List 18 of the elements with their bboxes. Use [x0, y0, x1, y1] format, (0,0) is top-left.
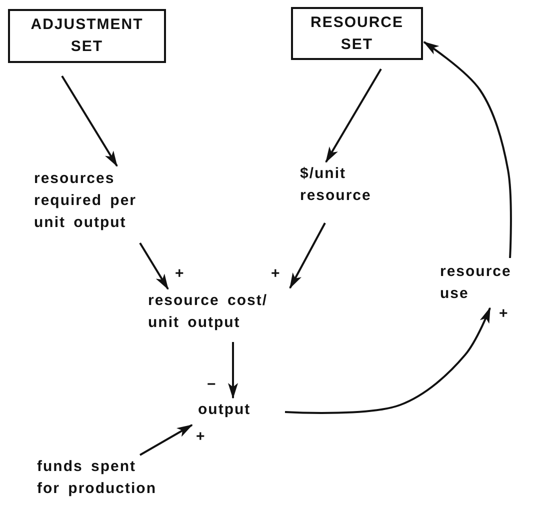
arrow	[228, 342, 238, 399]
arrow	[289, 222, 326, 289]
variable-label: $/unit resource	[300, 164, 372, 206]
variable-label: resources required per unit output	[34, 169, 138, 233]
arrow	[325, 68, 382, 163]
arrow	[284, 307, 491, 414]
box-title: ADJUSTMENT SET	[30, 15, 144, 57]
arrow	[61, 75, 118, 167]
box-title: RESOURCE SET	[309, 12, 404, 54]
variable-label: resource use	[440, 262, 512, 304]
arrow	[423, 41, 512, 258]
variable-label: output	[198, 400, 252, 420]
arrow	[139, 242, 169, 290]
variable-label: resource cost/ unit output	[148, 291, 269, 333]
arrow	[140, 424, 193, 456]
stock-box	[291, 7, 423, 60]
stock-box	[8, 9, 166, 63]
variable-label: funds spent for production	[37, 457, 158, 499]
